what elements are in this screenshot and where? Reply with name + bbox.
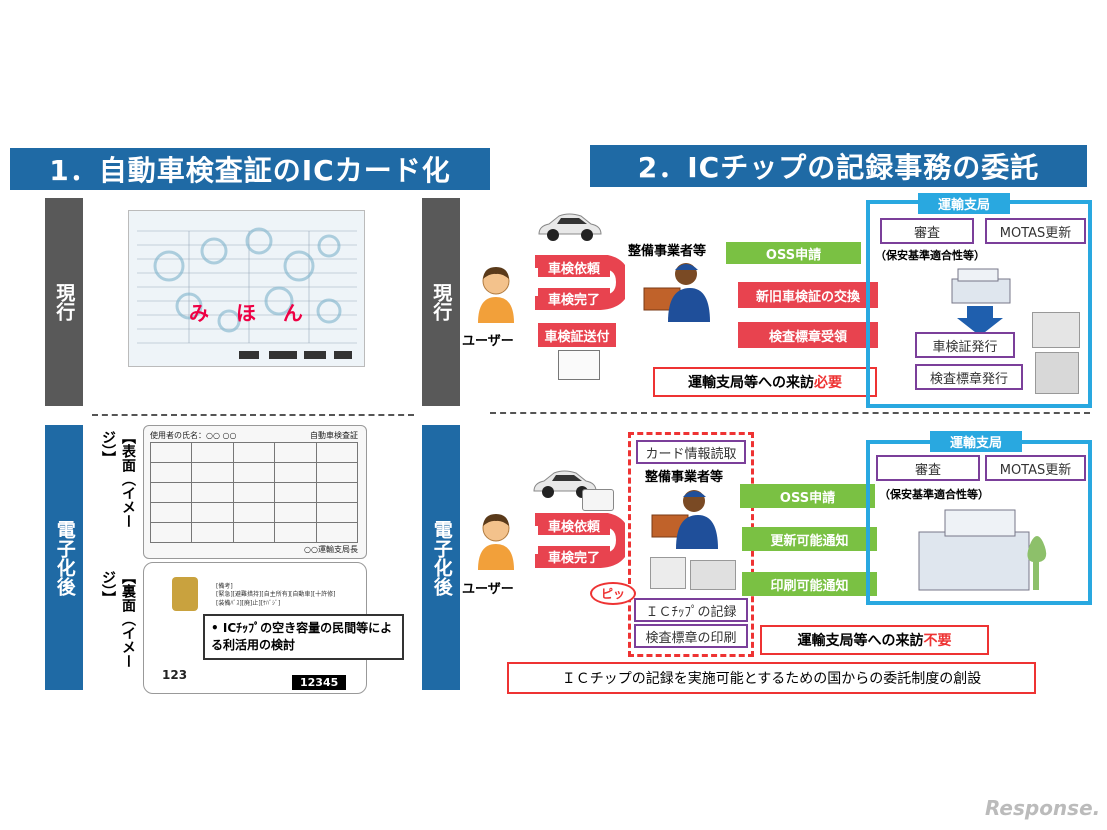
left-future-label: 電子化後 <box>45 425 83 690</box>
visit-unneeded-box: 運輸支局等への来訪不要 <box>760 625 989 655</box>
building-icon-bottom <box>918 509 1047 591</box>
user-icon-bottom <box>478 514 514 570</box>
arrow-request-top: 車検依頼 <box>538 257 610 277</box>
arrow-request-bottom: 車検依頼 <box>538 515 610 535</box>
document-icon <box>558 350 600 380</box>
visit-required-prefix: 運輸支局等への来訪 <box>688 375 814 391</box>
card-owner: 使用者の氏名：○○ ○○ <box>150 431 237 440</box>
safety-note-top: （保安基準適合性等） <box>875 249 985 262</box>
review-box-top: 審査 <box>880 218 974 244</box>
arrow-print-notice: 印刷可能通知 <box>742 572 877 596</box>
arrow-oss-bottom: OSS申請 <box>740 484 875 508</box>
safety-note-bottom: （保安基準適合性等） <box>879 488 989 501</box>
arrow-update-notice: 更新可能通知 <box>742 527 877 551</box>
left-title: 1．自動車検査証のICカード化 <box>10 148 490 190</box>
right-divider <box>490 412 1090 414</box>
footer-box: ＩＣチップの記録を実施可能とするための国からの委託制度の創設 <box>507 662 1036 694</box>
printer-icon-top <box>1032 312 1080 348</box>
back-image-label: 【裏面（イメージ）】 <box>100 570 136 668</box>
card-back-notes: [備考] [緊急][避難措持][自主所有][自動車][十許修] [装備ﾊﾞｽ][… <box>216 583 336 607</box>
card-back-num2: 12345 <box>292 675 347 690</box>
mechanic-icon <box>643 263 710 322</box>
card-issuer: ○○運輸支局長 <box>304 545 358 554</box>
card-read-box: カード情報読取 <box>636 440 746 464</box>
card-back-num1: 123 <box>162 668 188 682</box>
printer-icon-top-2 <box>1035 352 1079 394</box>
office-label-top: 運輸支局 <box>918 193 1011 214</box>
user-icon <box>478 267 514 323</box>
right-current-text: 現行 <box>430 283 453 321</box>
visit-unneeded-prefix: 運輸支局等への来訪 <box>797 633 924 649</box>
left-current-text: 現行 <box>53 283 76 321</box>
sample-stamp: み ほ ん <box>189 301 313 325</box>
motas-box-bottom: MOTAS更新 <box>985 455 1086 481</box>
motas-box-top: MOTAS更新 <box>985 218 1086 244</box>
chip-usage-callout: • ICﾁｯﾌﾟの空き容量の民間等による利活用の検討 <box>203 614 404 660</box>
card-reader-icon <box>650 557 686 589</box>
car-icon <box>538 213 602 241</box>
certificate-pattern <box>137 227 357 359</box>
car-icon-bottom <box>533 470 597 498</box>
arrow-oss-top: OSS申請 <box>726 242 861 264</box>
shop-label-bottom: 整備事業者等 <box>645 470 724 485</box>
visit-required-suffix: 必要 <box>814 375 842 391</box>
issue-mark-box: 検査標章発行 <box>915 364 1023 390</box>
left-current-label: 現行 <box>45 198 83 406</box>
visit-unneeded-suffix: 不要 <box>923 633 952 649</box>
ic-card-front: 使用者の氏名：○○ ○○ 自動車検査証 ○○運輸支局長 <box>143 425 367 559</box>
shop-label-top: 整備事業者等 <box>628 244 707 259</box>
arrow-receive-mark: 検査標章受領 <box>738 322 878 348</box>
arrow-done-top: 車検完了 <box>538 288 610 308</box>
arrow-send-cert: 車検証送付 <box>538 323 616 347</box>
printer-icon-bottom <box>690 560 736 590</box>
right-future-label: 電子化後 <box>422 425 460 690</box>
arrow-done-bottom: 車検完了 <box>538 546 610 566</box>
mechanic-icon-bottom <box>651 490 718 549</box>
issue-cert-box: 車検証発行 <box>915 332 1015 358</box>
user-label: ユーザー <box>462 334 514 349</box>
office-label-bottom: 運輸支局 <box>930 431 1023 452</box>
arrow-exchange: 新旧車検証の交換 <box>738 282 878 308</box>
left-future-text: 電子化後 <box>53 519 76 596</box>
left-divider <box>92 414 414 416</box>
response-watermark: Response. <box>985 796 1101 820</box>
visit-required-box: 運輸支局等への来訪必要 <box>653 367 877 397</box>
down-arrow <box>957 306 1003 336</box>
ic-card-icon-bottom <box>582 489 614 511</box>
front-image-label: 【表面（イメージ）】 <box>100 430 136 528</box>
card-field-grid <box>149 442 359 543</box>
right-future-text: 電子化後 <box>430 519 453 596</box>
print-mark-box: 検査標章の印刷 <box>634 624 748 648</box>
beep-bubble: ピッ <box>590 582 637 605</box>
building-icon-top <box>951 268 1011 304</box>
card-doc-title: 自動車検査証 <box>310 431 358 440</box>
user-label-bottom: ユーザー <box>462 582 514 597</box>
right-title: 2．ICチップの記録事務の委託 <box>590 145 1087 187</box>
review-box-bottom: 審査 <box>876 455 980 481</box>
chip-record-box: ＩＣﾁｯﾌﾟの記録 <box>634 598 748 622</box>
ic-chip <box>172 577 198 611</box>
right-current-label: 現行 <box>422 198 460 406</box>
paper-certificate: み ほ ん <box>128 210 365 367</box>
